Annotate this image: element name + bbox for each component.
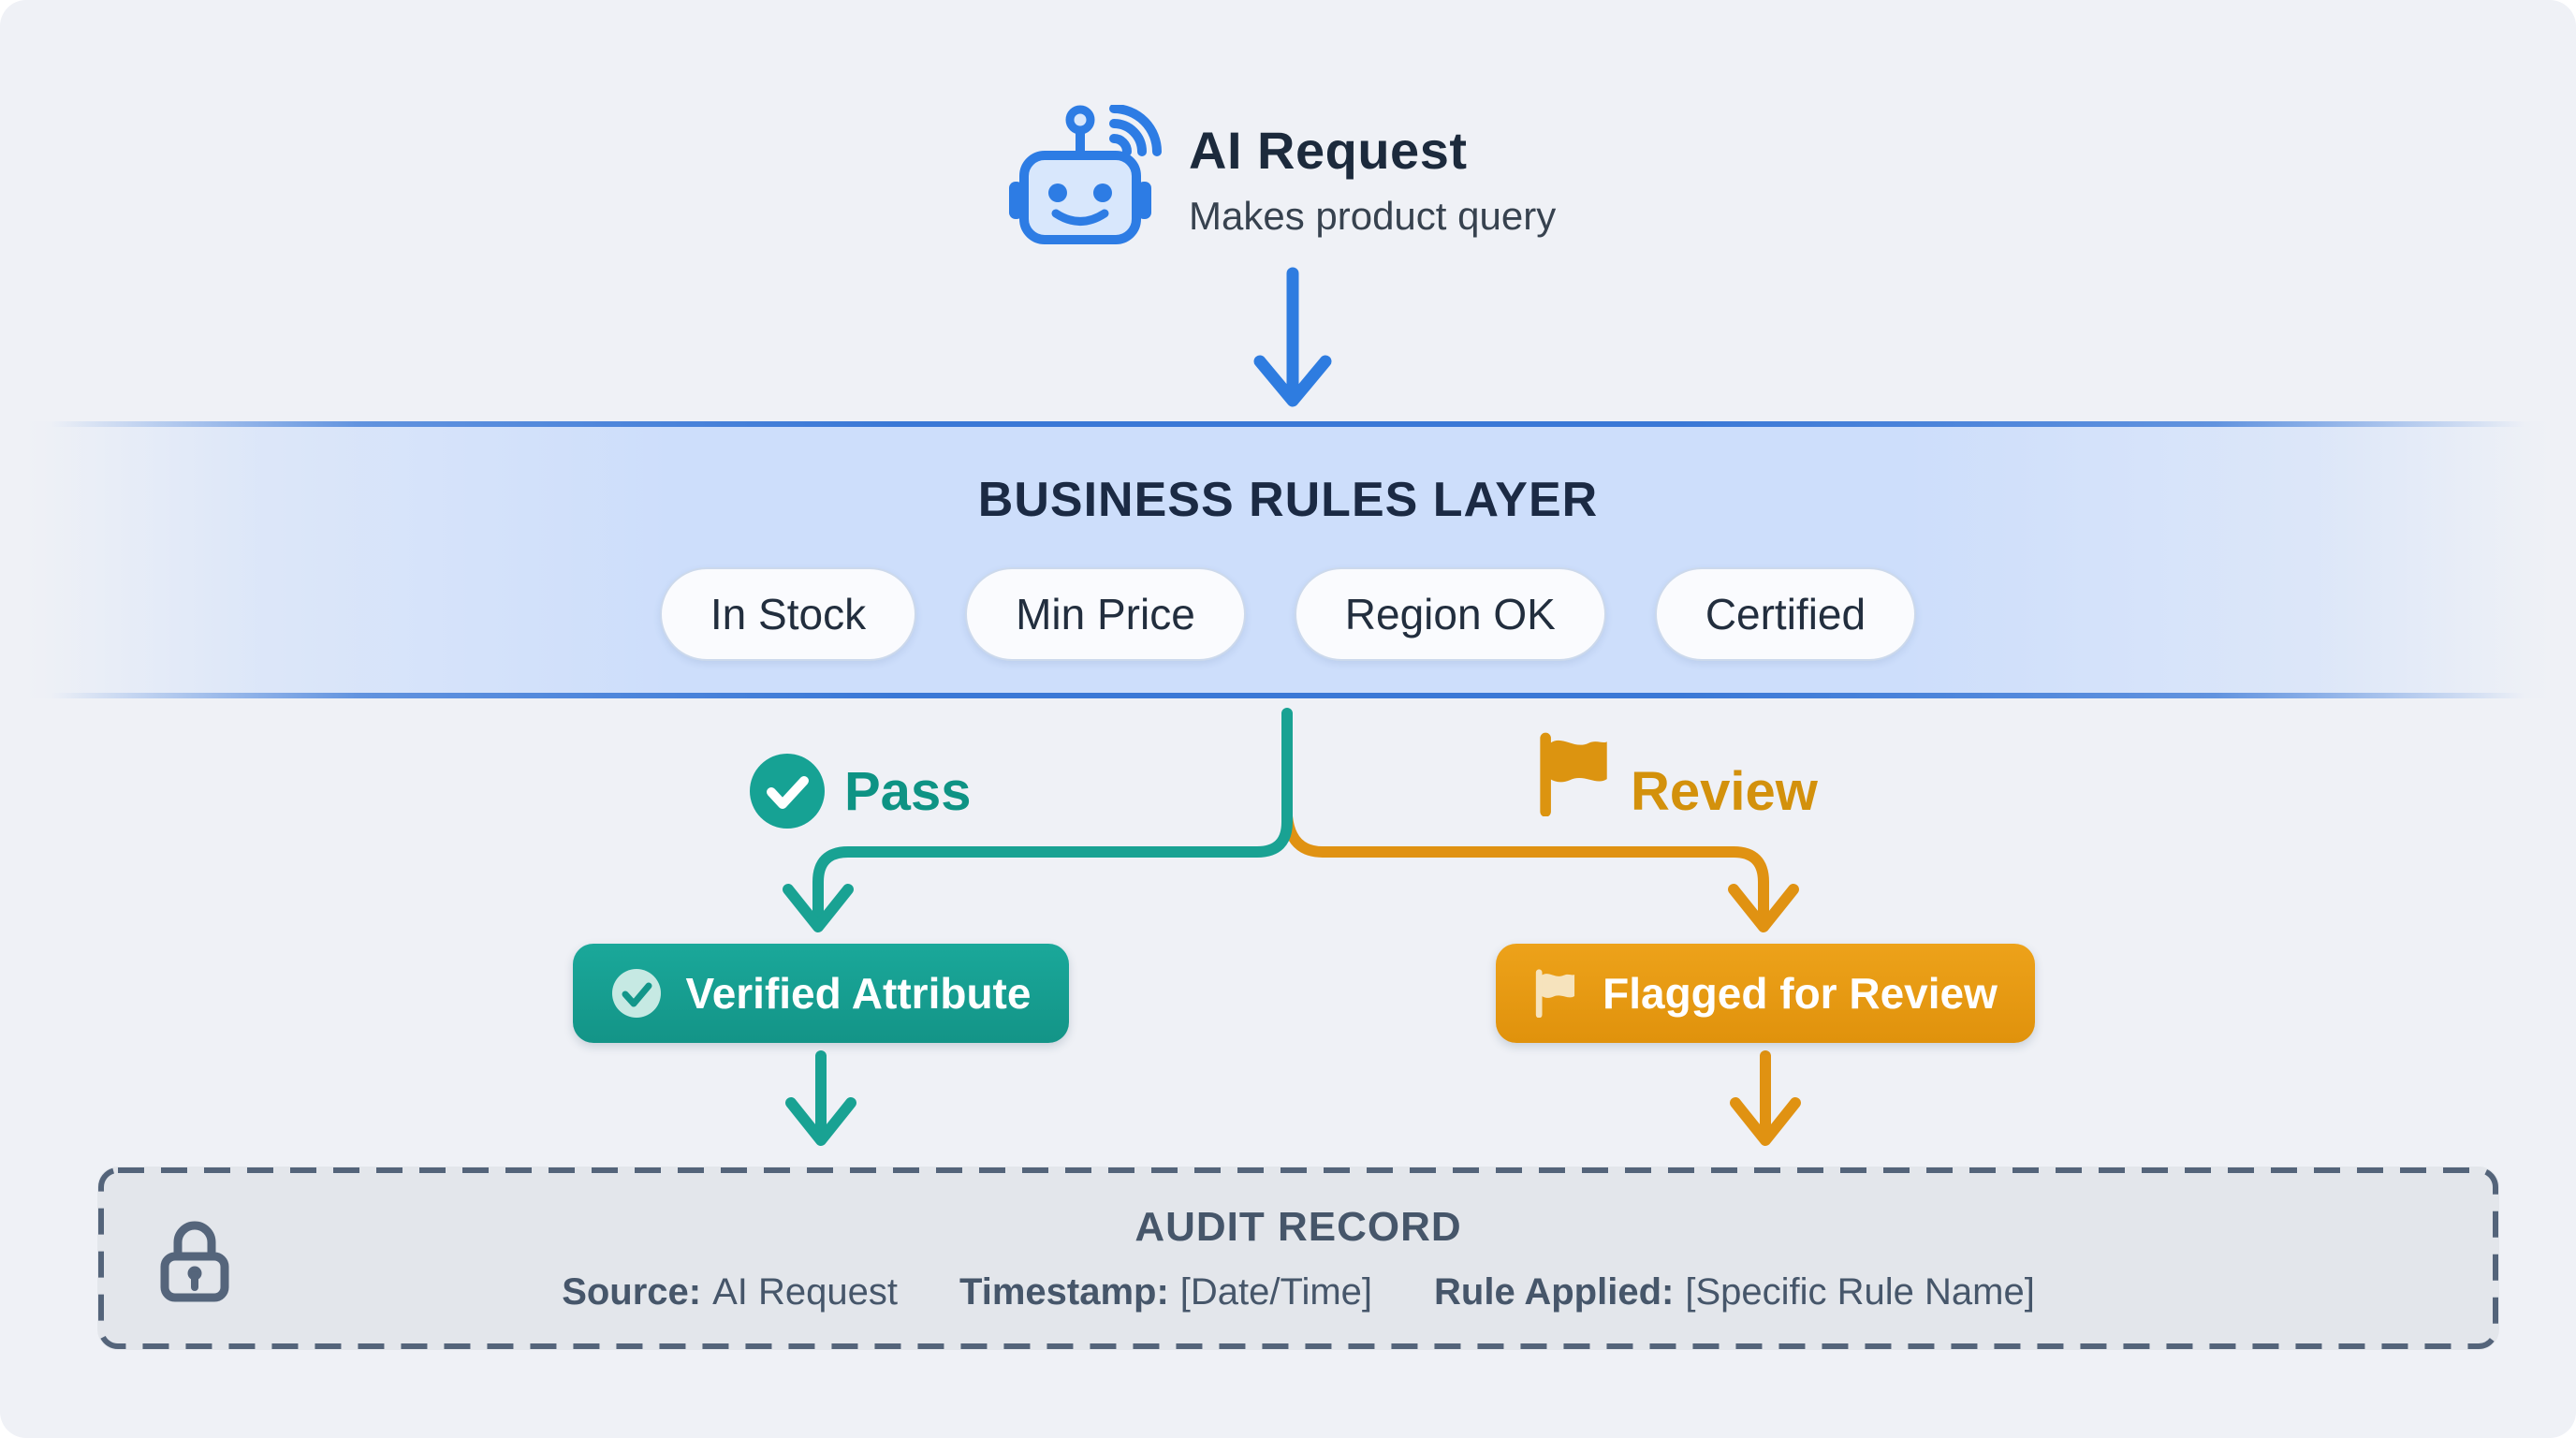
robot-icon: [1009, 105, 1162, 244]
flagged-for-review-label: Flagged for Review: [1603, 969, 1998, 1018]
audit-record-title: AUDIT RECORD: [1134, 1203, 1462, 1250]
review-to-audit-arrow: [1730, 1050, 1801, 1146]
flag-icon: [1540, 732, 1607, 816]
audit-field-value: AI Request: [712, 1270, 899, 1313]
audit-field-source: Source:AI Request: [562, 1271, 898, 1313]
audit-field-label: Rule Applied:: [1434, 1270, 1675, 1313]
audit-record-fields: Source:AI Request Timestamp:[Date/Time] …: [562, 1271, 2035, 1313]
verified-attribute-label: Verified Attribute: [685, 969, 1032, 1018]
rules-layer-title: BUSINESS RULES LAYER: [977, 473, 1599, 527]
rule-pill-min-price: Min Price: [965, 567, 1246, 661]
flag-icon: [1535, 969, 1575, 1018]
audit-field-value: [Specific Rule Name]: [1685, 1270, 2035, 1313]
pass-to-audit-arrow: [785, 1050, 856, 1146]
audit-field-rule-applied: Rule Applied:[Specific Rule Name]: [1434, 1271, 2035, 1313]
check-circle-icon: [750, 754, 825, 829]
arrow-down-icon: [1253, 267, 1332, 407]
rule-pills-row: In Stock Min Price Region OK Certified: [0, 567, 2576, 661]
flagged-for-review-node: Flagged for Review: [1496, 944, 2035, 1043]
lock-icon: [160, 1221, 229, 1302]
review-branch-line: [1281, 811, 1799, 932]
pass-label: Pass: [844, 760, 972, 822]
check-circle-icon: [611, 969, 661, 1018]
request-subtitle: Makes product query: [1189, 194, 1557, 238]
review-label: Review: [1631, 760, 1818, 822]
request-title: AI Request: [1189, 121, 1468, 180]
wifi-icon: [1109, 105, 1162, 156]
audit-field-timestamp: Timestamp:[Date/Time]: [959, 1271, 1372, 1313]
audit-field-value: [Date/Time]: [1179, 1270, 1373, 1313]
rule-pill-region-ok: Region OK: [1294, 567, 1606, 661]
verified-attribute-node: Verified Attribute: [573, 944, 1069, 1043]
rule-pill-in-stock: In Stock: [659, 567, 917, 661]
audit-record-box: AUDIT RECORD Source:AI Request Timestamp…: [97, 1167, 2499, 1350]
audit-field-label: Timestamp:: [959, 1270, 1169, 1313]
business-rules-layer: [0, 421, 2576, 698]
rule-pill-certified: Certified: [1654, 567, 1917, 661]
audit-field-label: Source:: [562, 1270, 702, 1313]
dashed-border: [98, 1167, 2498, 1349]
